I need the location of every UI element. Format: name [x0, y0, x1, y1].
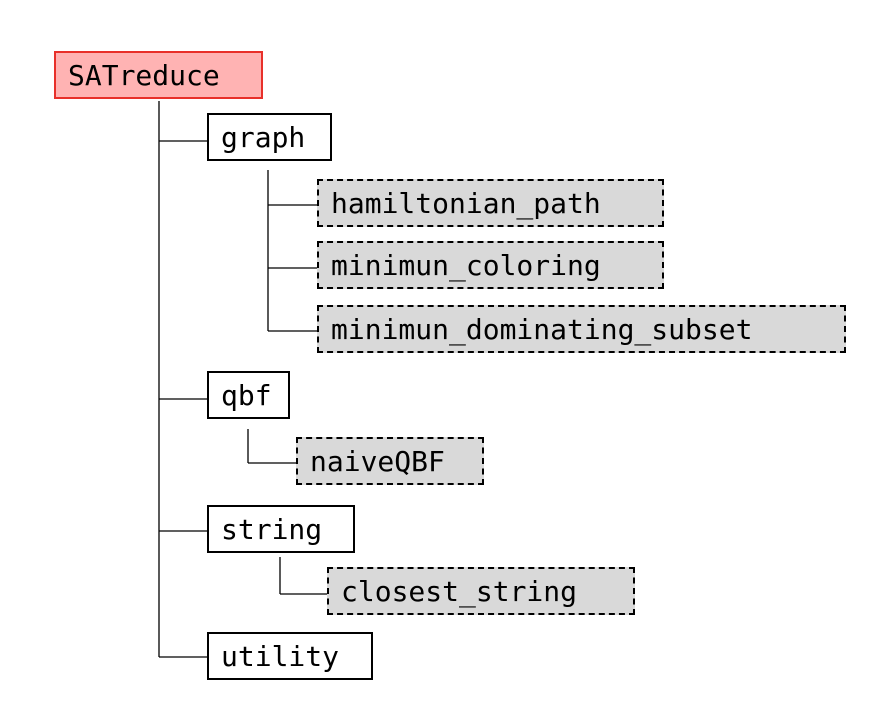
module-label-hamiltonian-path: hamiltonian_path	[331, 186, 601, 220]
module-node-naiveqbf: naiveQBF	[296, 437, 484, 485]
package-node-qbf: qbf	[207, 371, 290, 419]
package-label-qbf: qbf	[221, 378, 272, 412]
module-node-minimun-dominating-subset: minimun_dominating_subset	[317, 305, 846, 353]
module-label-closest-string: closest_string	[341, 574, 578, 608]
module-label-minimun-coloring: minimun_coloring	[331, 248, 601, 282]
module-label-naiveqbf: naiveQBF	[310, 444, 445, 478]
package-label-utility: utility	[221, 639, 340, 673]
package-node-string: string	[207, 505, 355, 553]
package-node-utility: utility	[207, 632, 373, 680]
module-label-minimun-dominating-subset: minimun_dominating_subset	[331, 312, 753, 346]
package-node-graph: graph	[207, 113, 332, 161]
module-node-minimun-coloring: minimun_coloring	[317, 241, 664, 289]
root-package-node: SATreduce	[54, 51, 263, 99]
package-label-string: string	[221, 512, 323, 546]
module-node-hamiltonian-path: hamiltonian_path	[317, 179, 664, 227]
package-label-graph: graph	[221, 120, 306, 154]
module-node-closest-string: closest_string	[327, 567, 635, 615]
root-package-label: SATreduce	[68, 58, 220, 92]
